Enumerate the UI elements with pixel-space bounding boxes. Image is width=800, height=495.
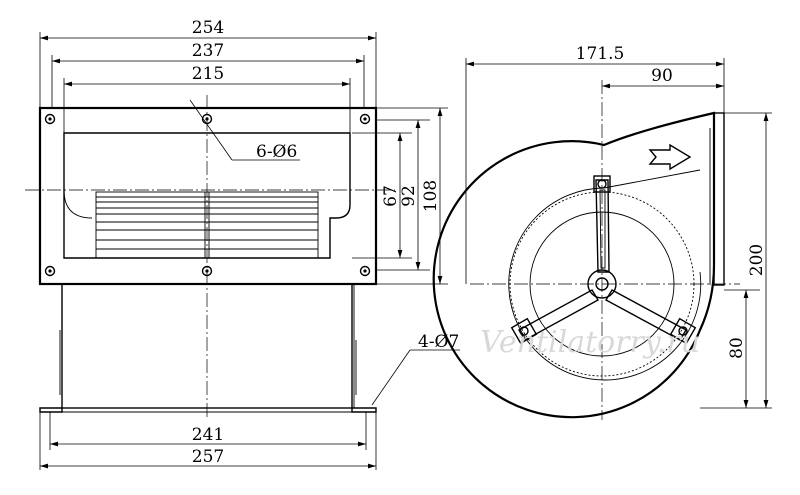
hole-leader-top xyxy=(189,99,233,161)
dim-215-label: 215 xyxy=(192,64,224,84)
outlet-opening xyxy=(63,132,351,259)
side-view: 171.5 90 200 80 Ventilatorry.ru xyxy=(432,44,772,420)
motor-bracket xyxy=(510,175,697,345)
bottom-dimensions xyxy=(39,412,377,470)
right-dimensions xyxy=(352,107,448,285)
dim-80-label: 80 xyxy=(727,337,747,359)
outlet-flange-side xyxy=(713,112,725,286)
watermark-text: Ventilatorry.ru xyxy=(480,325,700,360)
impeller-blades xyxy=(95,191,319,259)
hole-note-6-d6: 6-Ø6 xyxy=(256,142,297,162)
hole-note-4-d7: 4-Ø7 xyxy=(418,332,459,352)
fan-housing xyxy=(61,283,353,409)
dim-171-5-label: 171.5 xyxy=(576,44,625,64)
scroll-housing xyxy=(432,111,716,419)
dim-92-label: 92 xyxy=(399,185,419,207)
dim-67-label: 67 xyxy=(381,185,401,207)
top-dimensions xyxy=(39,32,377,133)
flange-holes xyxy=(44,113,371,277)
airflow-direction-arrow xyxy=(648,143,692,171)
dim-200-label: 200 xyxy=(747,244,767,276)
dim-237-label: 237 xyxy=(192,41,224,61)
dim-241-label: 241 xyxy=(192,425,224,445)
dim-108-label: 108 xyxy=(421,180,441,212)
dim-254-label: 254 xyxy=(192,18,224,38)
side-dimensions xyxy=(465,58,772,409)
front-view: 254 237 215 6-Ø6 67 92 108 4-Ø7 xyxy=(25,18,460,470)
dim-257-label: 257 xyxy=(192,447,224,467)
hole-leader-bottom xyxy=(371,349,411,406)
inlet-ring xyxy=(529,211,675,357)
outlet-lip-left xyxy=(63,189,93,219)
dim-90-label: 90 xyxy=(651,66,673,86)
